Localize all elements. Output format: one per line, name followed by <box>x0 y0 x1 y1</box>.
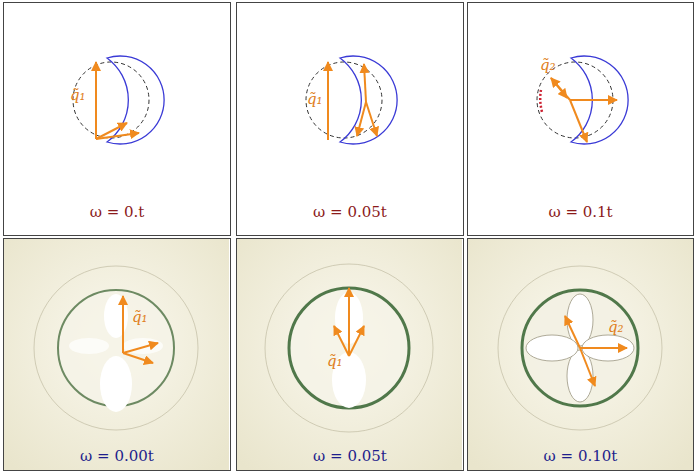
fermi-surface-sketch <box>73 56 164 144</box>
clover-lobes <box>526 294 634 402</box>
frequency-label: ω = 0.10t <box>544 448 618 465</box>
map-ground <box>467 238 693 471</box>
dashed-circle <box>306 62 382 138</box>
figure-panel: q̃₂ ω = 0.10t <box>467 238 694 471</box>
crescent-outline <box>340 56 397 144</box>
figure-panel: q̃₁ ω = 0.t <box>3 2 231 236</box>
figure-panel: q̃₂ ω = 0.1t <box>467 2 694 236</box>
fermi-surface-sketch <box>537 56 628 144</box>
lobe <box>104 294 128 338</box>
faint-ring <box>34 266 198 430</box>
spectral-map <box>467 238 693 471</box>
figure-panel: q̃₁ ω = 0.05t <box>236 238 464 471</box>
vector-label: q̃₁ <box>132 309 148 326</box>
map-ground <box>236 238 462 471</box>
lobe <box>100 356 132 412</box>
wave-vector-arrows <box>565 316 627 386</box>
crescent-outline <box>107 56 164 144</box>
faint-ring <box>265 264 433 432</box>
vector-label: q̃₁ <box>307 91 323 108</box>
figure-panel: q̃₁ ω = 0.05t <box>236 2 464 236</box>
spectral-map <box>236 238 462 471</box>
vector-label: q̃₂ <box>608 319 624 336</box>
hot-spot-marks <box>540 90 542 112</box>
map-ground <box>3 238 229 471</box>
vector-label: q̃₂ <box>540 57 556 74</box>
frequency-label: ω = 0.05t <box>313 448 387 465</box>
fermi-surface-sketch <box>306 56 397 144</box>
fermi-ring <box>289 288 409 408</box>
wave-vector-arrows <box>123 296 158 363</box>
crescent-outline <box>571 56 628 144</box>
lobe <box>69 338 109 354</box>
lobe <box>123 338 163 354</box>
vector-label: q̃₁ <box>327 353 343 370</box>
faint-ring <box>498 266 662 430</box>
frequency-label: ω = 0.1t <box>548 204 612 221</box>
wave-vector-arrows <box>328 62 377 140</box>
wave-vector-arrows <box>96 62 139 139</box>
wave-vector-arrows <box>551 78 617 142</box>
fermi-ring <box>522 290 638 406</box>
wave-vector-arrows <box>334 288 364 356</box>
frequency-label: ω = 0.00t <box>80 448 154 465</box>
vector-label: q̃₁ <box>70 87 86 104</box>
frequency-label: ω = 0.t <box>90 204 145 221</box>
figure-panel: q̃₁ ω = 0.00t <box>3 238 231 471</box>
spectral-map <box>3 238 229 471</box>
frequency-label: ω = 0.05t <box>313 204 387 221</box>
